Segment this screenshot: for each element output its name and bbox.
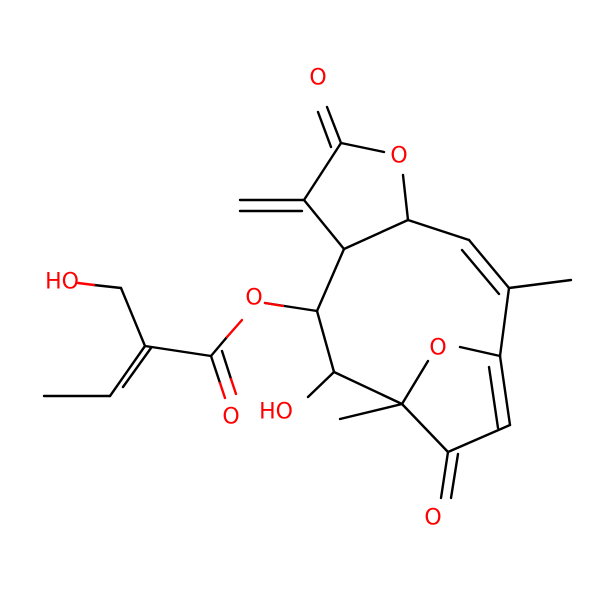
bond-c5-c6 [406, 218, 471, 242]
bond-c8-o [458, 345, 502, 358]
bond-c8-c9-2 [487, 365, 500, 430]
bond-alkene-double [121, 346, 153, 389]
bonds [42, 105, 573, 500]
bond-carbonyl-o-2 [220, 349, 233, 381]
bond-alkene-single [108, 344, 147, 398]
bond-carbonyl-o [209, 354, 222, 385]
bond-c4-o [325, 105, 343, 145]
atom-labels: HO O O O O O HO O [45, 66, 447, 531]
bond-c11-c12 [332, 370, 404, 406]
bond-ester-c-o [209, 335, 229, 358]
bond-o-c1-red [263, 301, 285, 308]
bond-c12-oh [306, 370, 336, 399]
hydroxyl-label-ring: HO [259, 400, 293, 425]
bond-c1-c2 [315, 247, 346, 313]
bond-ch2-oh-red [76, 281, 96, 287]
bond-ch2-oh [92, 283, 123, 290]
bond-c12-c1 [315, 309, 336, 374]
bond-carbonyl-o-red-2 [229, 377, 238, 396]
lactone-ring-oxygen-label: O [390, 144, 407, 169]
bond-c10-o [439, 450, 450, 500]
ester-carbonyl-oxygen-label: O [222, 405, 239, 430]
bond-c7-c8 [498, 286, 511, 358]
bond-c6-c7 [467, 238, 511, 290]
lactone-carbonyl-oxygen-label: O [309, 66, 326, 91]
furanone-carbonyl-oxygen-label: O [424, 506, 441, 531]
bond-c11-ch3 [338, 402, 404, 421]
bond-oring-c5 [401, 173, 410, 222]
oxygen-bond-segments [76, 281, 285, 400]
bond-c3-c4 [302, 141, 343, 202]
bond-c8-c9 [498, 354, 512, 427]
ester-oxygen-label: O [245, 286, 262, 311]
bond-carbonyl-o-red [218, 381, 227, 400]
bond-c4-oring [339, 141, 386, 154]
bond-c10-c11 [400, 402, 450, 454]
bond-c11-o [400, 359, 430, 406]
bond-c-carbonyl [143, 344, 213, 358]
bond-c2-c3 [302, 198, 346, 251]
bond-c5-c2 [342, 218, 410, 251]
furanone-ring-oxygen-label: O [429, 336, 446, 361]
bond-c7-ch3 [507, 278, 573, 290]
bond-c6-c7-2 [460, 248, 501, 296]
hydroxyl-label-chain: HO [45, 270, 79, 295]
bond-c4-o-2 [316, 110, 333, 149]
bond-c9-c10 [446, 423, 512, 454]
bond-ester-o-red [225, 318, 244, 339]
bond-c10-o-2 [449, 452, 460, 500]
bond-c-ch2oh [119, 286, 147, 348]
